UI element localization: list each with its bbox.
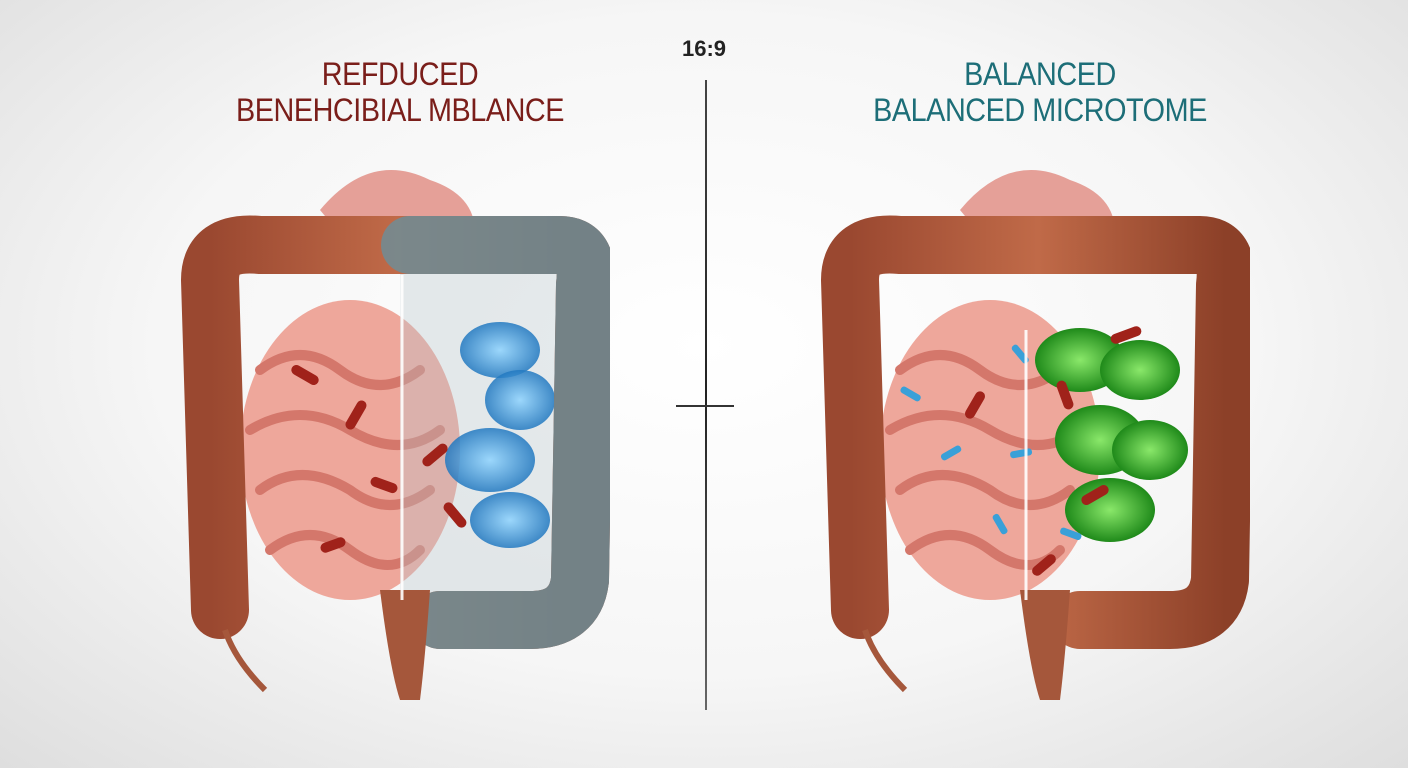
right-title-line1: BALANCED <box>964 56 1116 92</box>
right-panel-title: BALANCED BALANCED MICROTOME <box>815 56 1265 128</box>
aspect-ratio-label: 16:9 <box>681 36 727 61</box>
center-divider <box>705 80 707 710</box>
rectum <box>1020 590 1070 700</box>
right-intestine-illustration <box>821 170 1250 700</box>
blue-bacteria-cluster <box>445 322 555 548</box>
rectum <box>380 590 430 700</box>
red-bacteria <box>291 365 467 553</box>
colon-frame <box>821 215 1250 649</box>
right-title-line2: BALANCED MICROTOME <box>873 92 1207 128</box>
left-intestine-illustration <box>181 170 610 700</box>
green-bacteria-cluster <box>1035 328 1188 542</box>
left-title-line2: BENEHCIBIAL MBLANCE <box>235 92 565 128</box>
left-title-line1: REFDUCED <box>321 56 479 92</box>
divider-crossmark <box>676 405 734 407</box>
red-bacteria <box>965 326 1142 576</box>
left-panel-title: REFDUCED BENEHCIBIAL MBLANCE <box>202 56 598 128</box>
